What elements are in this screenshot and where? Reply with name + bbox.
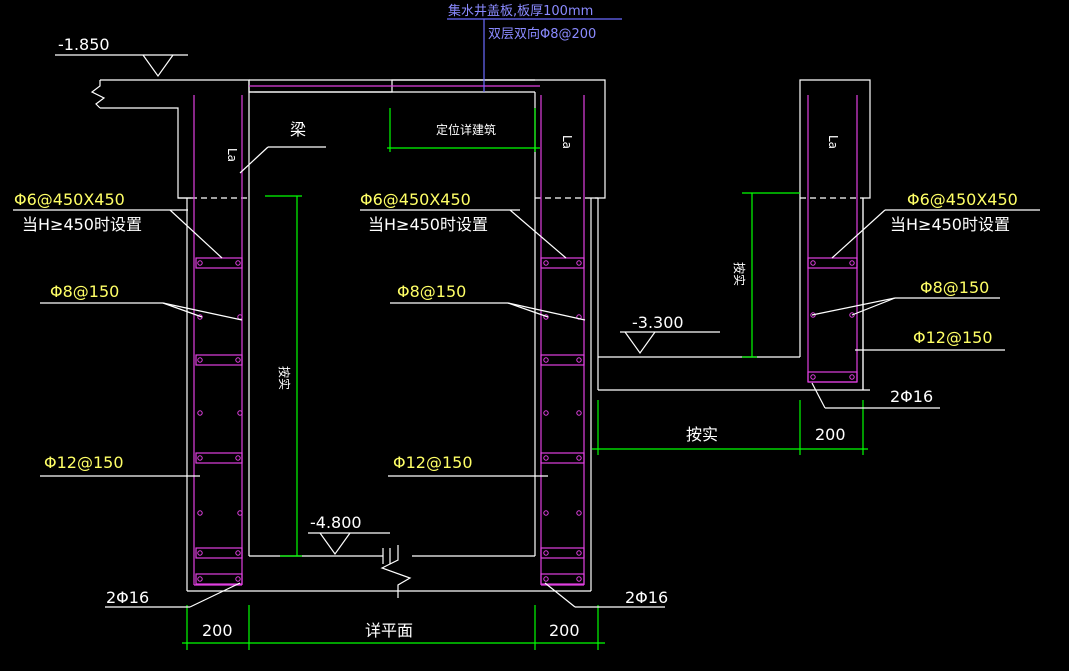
elevation-top: -1.850 [58, 35, 110, 54]
dimension-lines [182, 108, 868, 650]
per-site-center-label: 按实 [277, 366, 292, 390]
la-label-right: La [826, 135, 840, 149]
positioning-label: 定位详建筑 [436, 122, 496, 137]
right-condition-label: 当H≥450时设置 [890, 215, 1010, 234]
left-condition-label: 当H≥450时设置 [22, 215, 142, 234]
leader-lines [13, 54, 1040, 608]
header-note-leader [447, 18, 622, 92]
left-horizontal-label: Φ8@150 [50, 282, 119, 301]
dim-wall-middle: 200 [549, 621, 580, 640]
elevation-mid: -3.300 [632, 313, 684, 332]
left-stirrup-label: Φ6@450X450 [14, 190, 125, 209]
left-corner-label: 2Φ16 [106, 588, 149, 607]
right-corner-label: 2Φ16 [890, 387, 933, 406]
right-vertical-label: Φ12@150 [913, 328, 993, 347]
middle-condition-label: 当H≥450时设置 [368, 215, 488, 234]
header-note-line2: 双层双向Φ8@200 [488, 26, 596, 42]
la-label-middle: La [560, 135, 574, 149]
right-horizontal-label: Φ8@150 [920, 278, 989, 297]
middle-stirrup-label: Φ6@450X450 [360, 190, 471, 209]
beam-label: 梁 [290, 120, 306, 139]
middle-vertical-label: Φ12@150 [393, 453, 473, 472]
rebar-dots [197, 260, 855, 582]
la-label-left: La [225, 148, 239, 162]
rebar-lines [193, 85, 858, 586]
plan-detail-label: 详平面 [365, 621, 413, 640]
concrete-outline [90, 79, 871, 598]
annotation-text: 集水井盖板,板厚100mm 双层双向Φ8@200 -1.850 -3.300 -… [14, 3, 1018, 640]
elevation-bottom: -4.800 [310, 513, 362, 532]
dim-wall-right: 200 [815, 425, 846, 444]
right-stirrup-label: Φ6@450X450 [907, 190, 1018, 209]
per-site-right-label: 按实 [732, 262, 747, 286]
left-vertical-label: Φ12@150 [44, 453, 124, 472]
middle-corner-label: 2Φ16 [625, 588, 668, 607]
dim-wall-left: 200 [202, 621, 233, 640]
middle-horizontal-label: Φ8@150 [397, 282, 466, 301]
header-note-line1: 集水井盖板,板厚100mm [448, 3, 593, 19]
per-site-bottom-label: 按实 [686, 425, 718, 444]
